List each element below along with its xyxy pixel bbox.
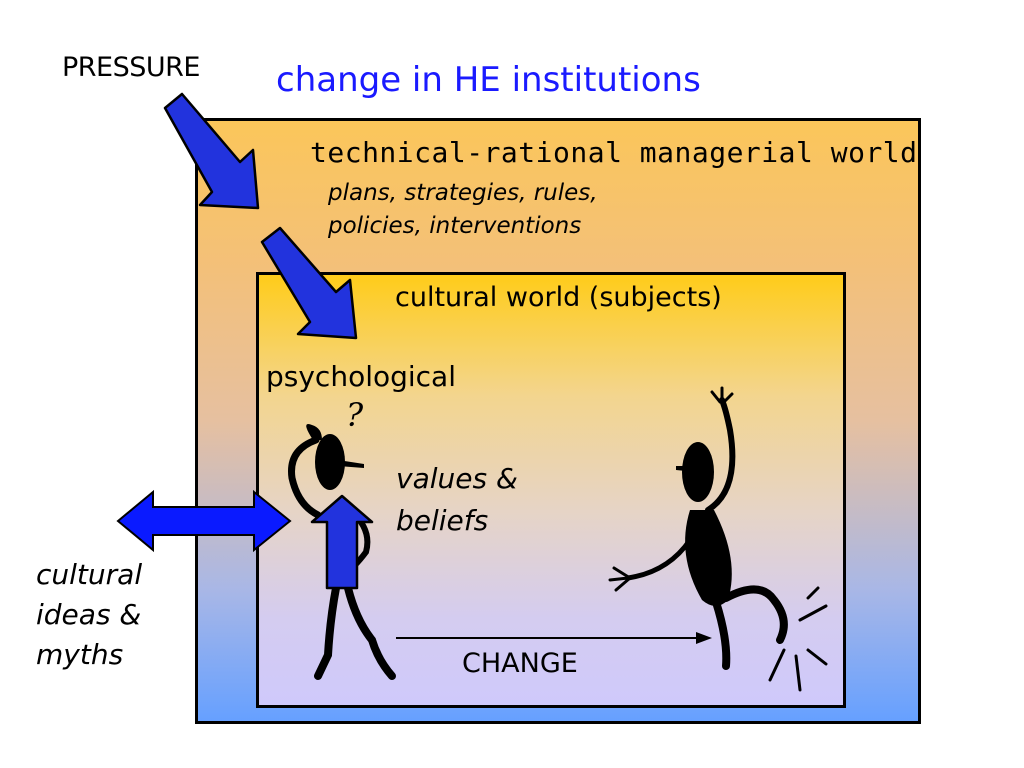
- values-label-line1: values &: [396, 462, 518, 495]
- pressure-label: PRESSURE: [62, 52, 200, 83]
- technical-world-heading: technical-rational managerial world: [310, 136, 918, 169]
- thinking-person-icon: [288, 424, 396, 680]
- cultural-world-heading: cultural world (subjects): [395, 282, 722, 313]
- values-label-line2: beliefs: [396, 504, 489, 537]
- dancing-person-icon: [608, 386, 828, 692]
- question-mark: ?: [346, 396, 364, 434]
- psychological-label: psychological: [266, 360, 456, 393]
- double-arrow-icon: [116, 489, 292, 553]
- cultural-ideas-line3: myths: [36, 638, 124, 671]
- cultural-ideas-line1: cultural: [36, 558, 143, 591]
- inner-world-box: [256, 272, 846, 708]
- pressure-arrow-2-icon: [260, 226, 358, 340]
- diagram-title: change in HE institutions: [276, 60, 701, 100]
- technical-world-subtext-1: plans, strategies, rules,: [328, 180, 598, 206]
- pressure-arrow-1-icon: [163, 92, 260, 210]
- cultural-ideas-line2: ideas &: [36, 598, 142, 631]
- change-label: CHANGE: [462, 648, 578, 679]
- technical-world-subtext-2: policies, interventions: [328, 213, 582, 239]
- change-arrow-icon: [396, 632, 712, 644]
